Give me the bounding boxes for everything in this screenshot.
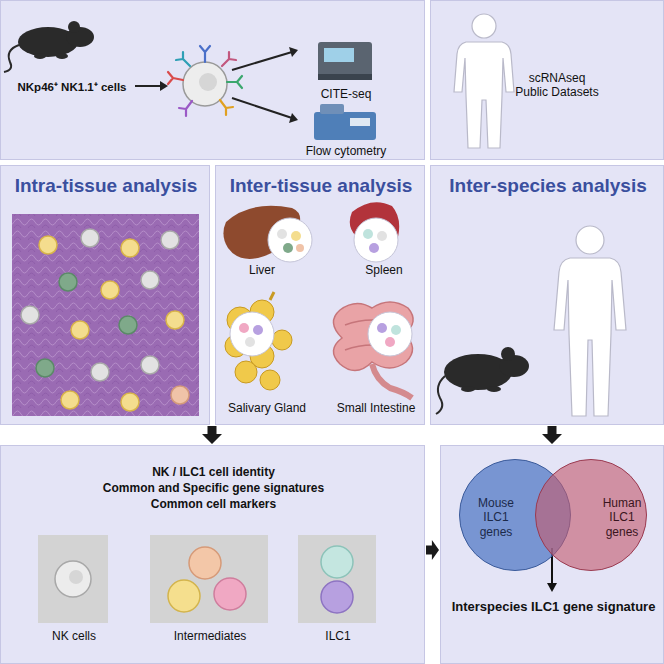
label-text: NK / ILC1 cell identity	[21, 465, 406, 479]
panel-title: Inter-tissue analysis	[221, 175, 421, 198]
label-text: Spleen	[353, 263, 415, 277]
label-text: Flow cytometry	[291, 144, 401, 158]
label-text: Common and Specific gene signatures	[21, 481, 406, 495]
label-text: scRNAseq Public Datasets	[511, 71, 603, 100]
cell-box: ILC1	[299, 536, 377, 624]
panel: Inter-tissue analysisLiver SpleenSalivary…	[215, 165, 425, 425]
label-text: ILC1	[288, 629, 388, 643]
panel: NK cellsIntermediatesILC1NK / ILC1 cell …	[0, 445, 425, 664]
panel: scRNAseq Public Datasets	[430, 0, 664, 160]
label-text: Common cell markers	[21, 497, 406, 511]
panel-title: Inter-species analysis	[439, 175, 657, 198]
cell-box: Intermediates	[151, 536, 269, 624]
panel: Mouse ILC1 genes Human ILC1 genesInterspe…	[440, 445, 664, 664]
label-text: Salivary Gland	[217, 401, 317, 415]
cell-box: NK cells	[39, 536, 109, 624]
label-text: Interspecies ILC1 gene signature	[451, 599, 656, 615]
label-text: Liver	[237, 263, 287, 277]
block-arrow	[542, 426, 562, 444]
panel: Inter-species analysis	[430, 165, 664, 425]
block-arrow	[202, 426, 222, 444]
label-text: NKp46⁺ NK1.1⁺ cells	[7, 81, 137, 95]
label-text: Human ILC1 genes	[596, 496, 648, 539]
label-text: Small Intestine	[329, 401, 423, 415]
label-text: CITE-seq	[301, 87, 391, 101]
label-text: NK cells	[24, 629, 124, 643]
label-text: Intermediates	[145, 629, 275, 643]
label-text: Mouse ILC1 genes	[470, 496, 522, 539]
block-arrow	[426, 540, 439, 560]
panel: NKp46⁺ NK1.1⁺ cells CITE-seqFlow cytometr…	[0, 0, 425, 160]
venn-circle: Human ILC1 genes	[535, 459, 647, 571]
panel: Intra-tissue analysis	[0, 165, 210, 425]
panel-title: Intra-tissue analysis	[9, 175, 203, 198]
